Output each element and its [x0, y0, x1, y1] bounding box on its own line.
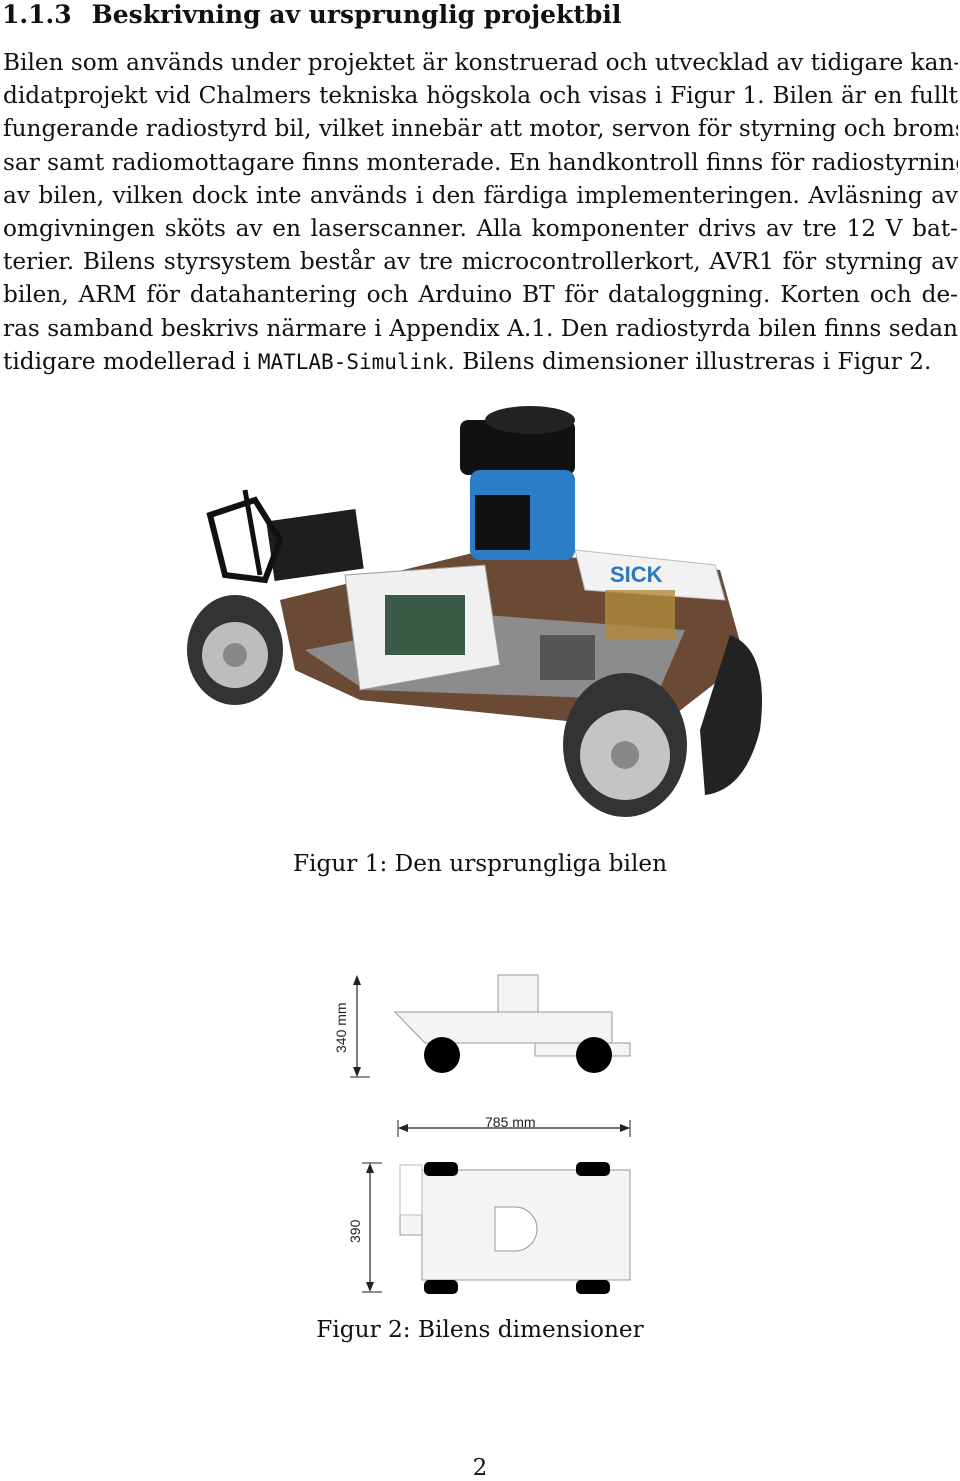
paragraph-line: didatprojekt vid Chalmers tekniska högsk… — [3, 82, 958, 110]
section-title: Beskrivning av ursprunglig projektbil — [91, 0, 622, 29]
paragraph-line: terier. Bilens styrsystem består av tre … — [3, 248, 958, 276]
figure1-caption: Figur 1: Den ursprungliga bilen — [292, 850, 668, 877]
section-number: 1.1.3 — [2, 0, 72, 29]
paragraph-line: av bilen, vilken dock inte används i den… — [3, 181, 958, 209]
paragraph-line-last: tidigare modellerad i MATLAB-Simulink. B… — [3, 345, 958, 378]
section-heading: 1.1.3 Beskrivning av ursprunglig projektb… — [2, 0, 621, 29]
paragraph-line: bilen, ARM för datahantering och Arduino… — [3, 281, 958, 309]
paragraph-line: Bilen som används under projektet är kon… — [3, 49, 958, 76]
car-photo: SICK — [187, 406, 762, 817]
code-term: MATLAB-Simulink — [257, 349, 448, 374]
page-number: 2 — [472, 1455, 488, 1481]
paragraph-text: tidigare modellerad i — [3, 347, 258, 375]
wheel-bottom-right — [576, 1280, 610, 1294]
sick-label: SICK — [610, 562, 663, 587]
paragraph-line: ras samband beskrivs närmare i Appendix … — [3, 314, 958, 342]
body-paragraph: Bilen som används under projektet är kon… — [3, 46, 958, 378]
paragraph-line: fungerande radiostyrd bil, vilket innebä… — [3, 115, 958, 143]
figure2-caption: Figur 2: Bilens dimensioner — [316, 1316, 644, 1343]
front-wheel-side — [576, 1037, 612, 1073]
dimension-diagram: 340 mm 785 mm 390 — [333, 974, 631, 1294]
wheel-bottom-left — [424, 1280, 458, 1294]
paragraph-text: . Bilens dimensioner illustreras i Figur… — [447, 347, 932, 375]
height-label: 340 mm — [333, 1002, 349, 1053]
paragraph-line: sar samt radiomottagare finns monterade.… — [3, 148, 958, 176]
wheel-top-left — [424, 1162, 458, 1176]
rear-wheel-side — [424, 1037, 460, 1073]
paragraph-line: omgivningen sköts av en laserscanner. Al… — [3, 214, 958, 242]
width-label: 390 — [347, 1219, 363, 1243]
wheel-top-right — [576, 1162, 610, 1176]
length-label: 785 mm — [485, 1114, 536, 1130]
